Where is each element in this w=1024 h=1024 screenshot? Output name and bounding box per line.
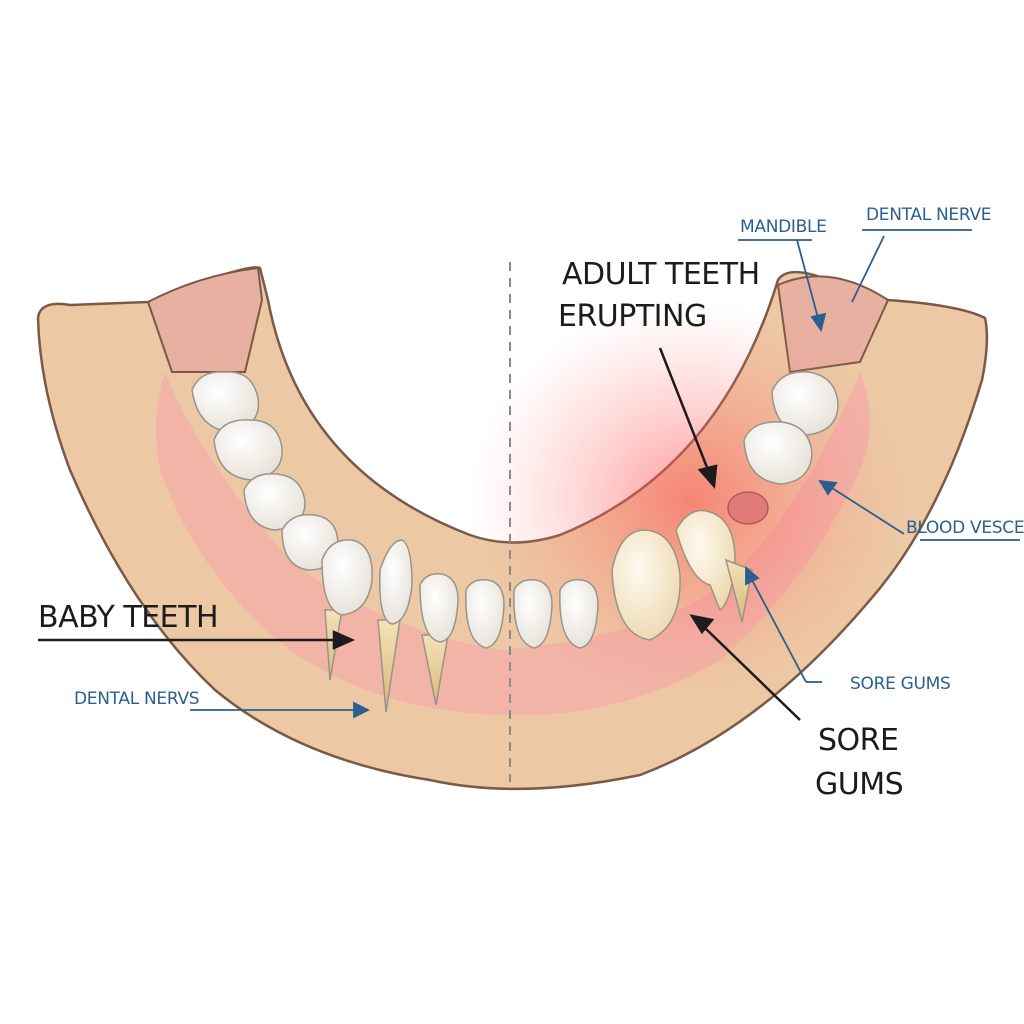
adult-teeth [611, 509, 753, 641]
right-molars [743, 371, 839, 485]
sore-gums-label-line2: GUMS [815, 767, 903, 802]
adult-teeth-label-line2: ERUPTING [558, 299, 707, 334]
blue-arrows [190, 229, 1020, 719]
adult-teeth-label-line1: ADULT TEETH [562, 257, 760, 292]
sore-gums-small-label: SORE GUMS [850, 674, 951, 694]
black-arrows [38, 347, 801, 721]
sore-gums-label-line1: SORE [818, 723, 898, 758]
ramus-left [146, 266, 264, 373]
mandible-label: MANDIBLE [740, 217, 827, 237]
blood-vessels-label: BLOOD VESCELS [906, 518, 1024, 538]
left-molars [191, 371, 339, 571]
eruption-site [727, 491, 769, 525]
dental-nervs-label: DENTAL NERVS [74, 689, 199, 709]
dental-nerve-label: DENTAL NERVE [866, 205, 991, 225]
baby-teeth-label: BABY TEETH [38, 600, 218, 635]
